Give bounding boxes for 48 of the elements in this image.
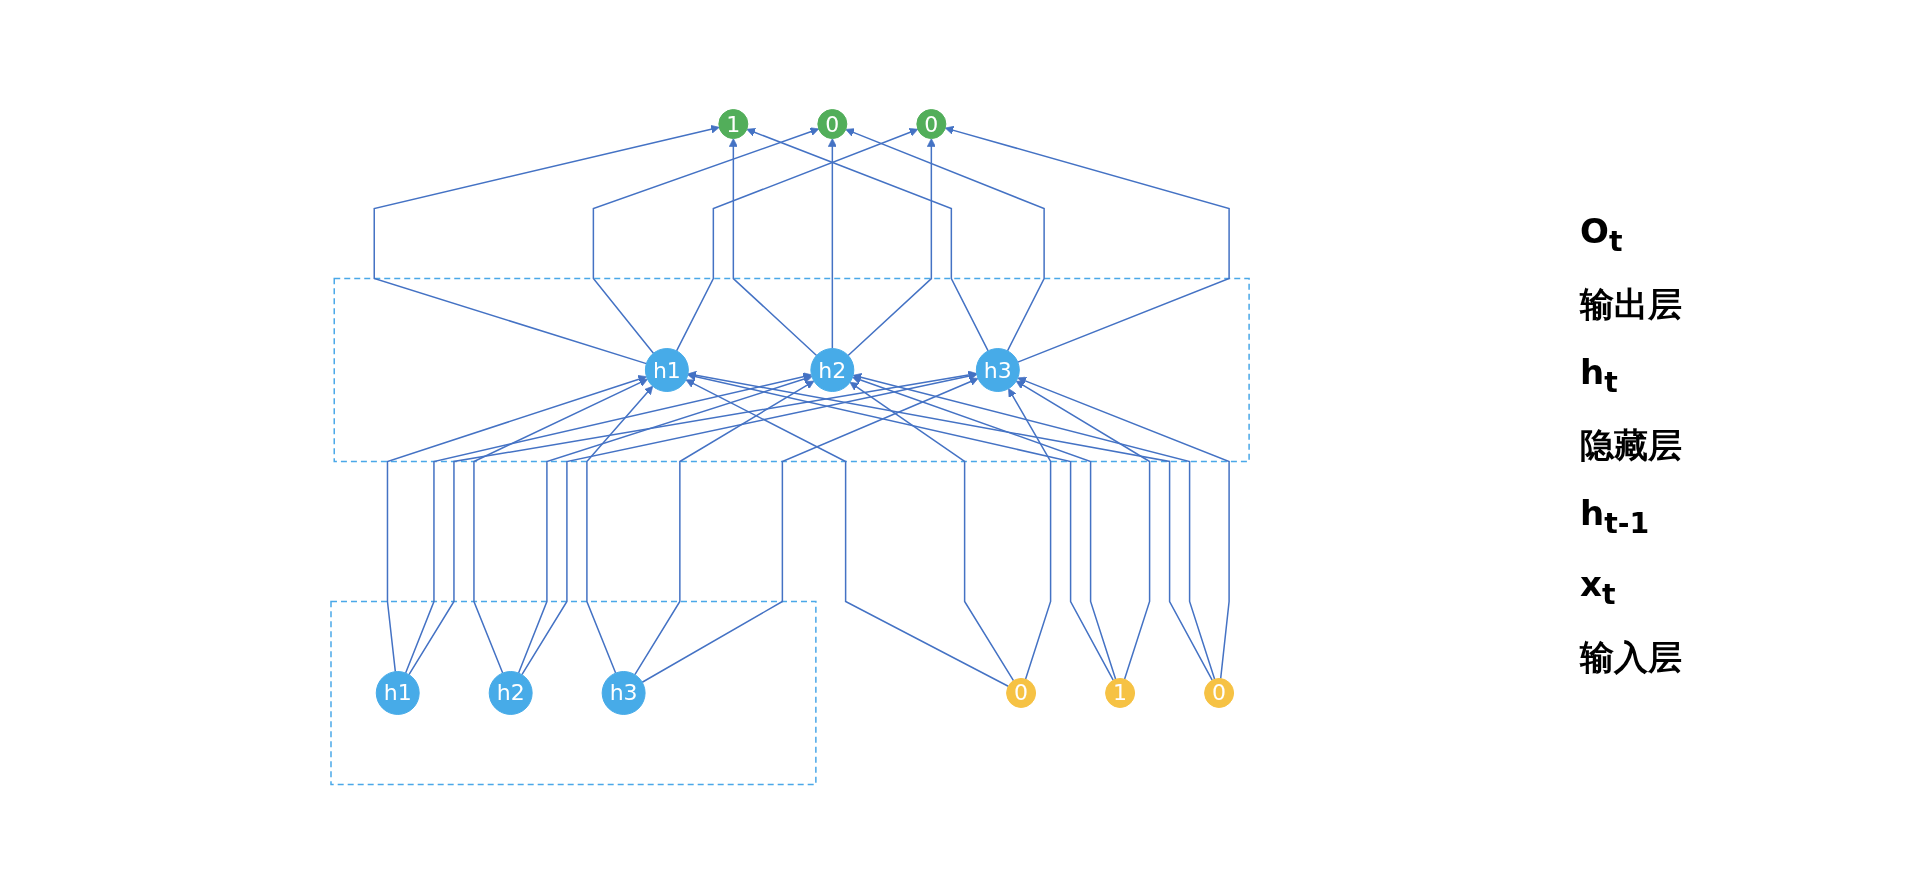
node-circle: 1 [1105, 678, 1136, 708]
node-circle: h3 [601, 671, 646, 715]
node-circle: 1 [718, 109, 749, 140]
cluster [330, 600, 817, 786]
arrow [641, 377, 979, 683]
arrow [944, 125, 1230, 363]
arrow [586, 385, 654, 674]
arrow [746, 128, 989, 352]
node-circle: 0 [817, 109, 848, 140]
arrow [408, 370, 977, 676]
arrow [852, 373, 1216, 680]
layer-label: h$_{t-1}$ [1580, 493, 1651, 540]
arrow [849, 381, 1015, 682]
arrow [634, 380, 815, 676]
arrow [728, 138, 818, 357]
arrow [1008, 388, 1052, 680]
arrow [1017, 376, 1230, 680]
arrow [373, 124, 720, 365]
arrow [685, 379, 1009, 687]
node-circle: h1 [375, 671, 420, 715]
arrow [592, 127, 820, 355]
arrow [827, 138, 837, 350]
layer-label: 输入层 [1580, 635, 1683, 679]
node-circle: h3 [975, 348, 1020, 392]
cluster [333, 277, 1250, 463]
arrow [517, 374, 813, 674]
arrow [521, 371, 978, 676]
arrow [473, 378, 648, 674]
arrow [847, 138, 936, 357]
arrow [852, 375, 1117, 680]
arrow [386, 375, 647, 673]
arrow [687, 372, 1114, 681]
layer-label: x$_{t}$ [1580, 563, 1617, 611]
arrow [675, 128, 919, 352]
arrow [845, 128, 1045, 352]
layer-label: h$_{t}$ [1580, 352, 1619, 399]
node-circle: 0 [1006, 678, 1037, 708]
node-circle: h2 [810, 348, 855, 392]
layer-label: 隐藏层 [1580, 424, 1683, 467]
arrow [1015, 380, 1151, 680]
layer-label: 输出层 [1580, 283, 1683, 327]
node-circle: 0 [916, 109, 947, 140]
arrow [404, 372, 812, 674]
node-circle: 0 [1204, 678, 1235, 708]
node-circle: h1 [644, 348, 689, 392]
node-circle: h2 [488, 671, 533, 715]
arrow [687, 370, 1213, 681]
layer-label: O$_{t}$ [1580, 211, 1624, 259]
